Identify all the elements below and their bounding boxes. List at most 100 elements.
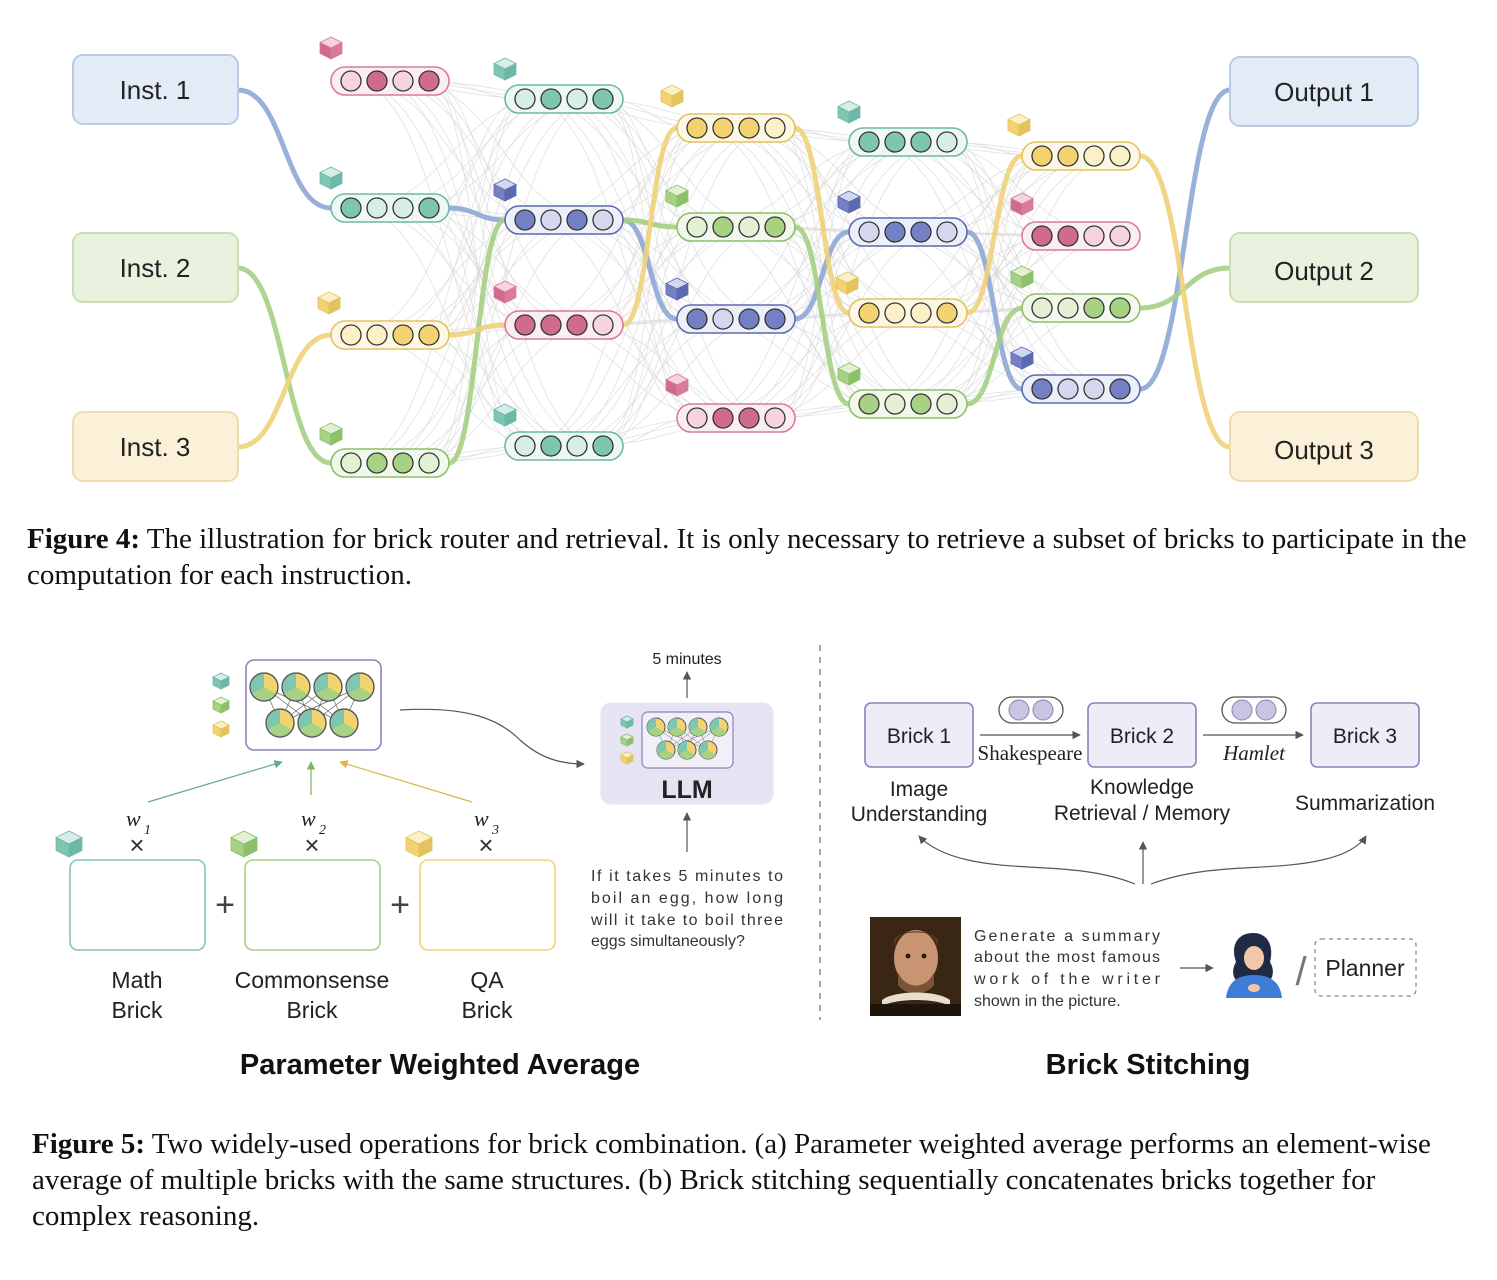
brick-pill [848,217,968,247]
neuron [514,314,536,336]
neuron-outline [265,708,295,738]
neuron-outline [329,708,359,738]
neuron-slice [331,723,357,738]
token-pill-2 [1221,696,1287,724]
neuron-outline [345,672,375,702]
grid-line [602,127,698,447]
cube-right [676,189,689,208]
cube-icon [493,280,517,304]
neuron-slice [315,687,341,702]
neuron [1083,145,1105,167]
output-label: Output 2 [1274,256,1374,286]
brick-pill [676,304,796,334]
neuron [1031,297,1053,319]
cube-icon [665,373,689,397]
neuron [418,452,440,474]
capability-label: Image [890,778,948,801]
neuron [936,302,958,324]
neuron [340,70,362,92]
pill-outline [330,66,450,96]
cube-icon [405,830,433,858]
weight-arrow-3 [339,760,473,803]
cube-icon [493,178,517,202]
cube-right [504,408,517,427]
neuron [1057,225,1079,247]
llm-network [620,715,729,765]
neuron [738,407,760,429]
brick-pill [1021,293,1141,323]
brick-pill [1021,141,1141,171]
pill-outline [504,431,624,461]
input-inst-1: Inst. 1 [72,54,239,125]
grid-line [602,127,698,221]
capability-label: Knowledge [1090,776,1194,799]
neuron [1109,378,1131,400]
neuron [764,216,786,238]
time-label: 5 minutes [652,651,721,668]
pill-outline [504,310,624,340]
neuron [686,407,708,429]
cube-right [848,105,861,124]
neuron [392,70,414,92]
neuron [540,209,562,231]
neuron-slice [688,718,698,732]
cube-right [418,836,433,858]
neuron [1057,297,1079,319]
brick-pills [330,66,1141,478]
neuron [566,314,588,336]
grid-line [524,127,724,447]
cube-icon [212,672,230,690]
brick-pill [1021,374,1141,404]
pill-outline [504,205,624,235]
weight-w2: w 2 × [301,806,326,860]
neuron [1109,297,1131,319]
pill-outline [848,389,968,419]
neuron [366,324,388,346]
neuron [566,435,588,457]
token-pill-1 [998,696,1064,724]
cube-icon [493,57,517,81]
merge-arrow [399,708,585,769]
neuron-slice [251,687,277,702]
caption-label: Figure 4: [27,523,141,555]
capability-label: Understanding [851,803,988,826]
neuron [1057,145,1079,167]
cube-right [504,62,517,81]
pill-outline [1021,221,1141,251]
neuron [566,209,588,231]
output-label: Output 3 [1274,435,1374,465]
prompt-line: about the most famous [974,949,1160,966]
edge-label-hamlet: Hamlet [1222,741,1286,765]
grid-line [402,80,604,447]
neuron [1057,378,1079,400]
prompt-line: work of the writer [973,971,1161,988]
neuron [858,393,880,415]
caption-text: Two widely-used operations for brick com… [32,1128,1431,1232]
dispatch-arrow-1 [918,835,1136,885]
neuron [712,216,734,238]
input-label: Inst. 1 [120,75,191,105]
neuron [392,324,414,346]
cube-icon [319,422,343,446]
output-label: Output 1 [1274,77,1374,107]
brick-pill [330,320,450,350]
cube-right [626,736,634,747]
pill-outline [1021,141,1141,171]
pill-outline [848,298,968,328]
neuron-slice [667,718,677,732]
neuron-slice [299,723,325,738]
neuron [1109,225,1131,247]
figure-4-diagram: Inst. 1 Inst. 2 Inst. 3 Output 1 Output … [72,36,1419,482]
pill-outline [848,217,968,247]
cube-right [330,427,343,446]
cube-icon [1010,192,1034,216]
cube-icon [665,277,689,301]
figure-5-caption: Figure 5: Two widely-used operations for… [32,1126,1477,1234]
pill-outline [848,127,968,157]
cube-icon [835,271,859,295]
weight-arrow-1 [147,760,283,803]
question-line: If it takes 5 minutes to [591,868,783,885]
caption-text: The illustration for brick router and re… [27,523,1467,591]
caption-label: Figure 5: [32,1128,146,1160]
brick-pill [848,389,968,419]
